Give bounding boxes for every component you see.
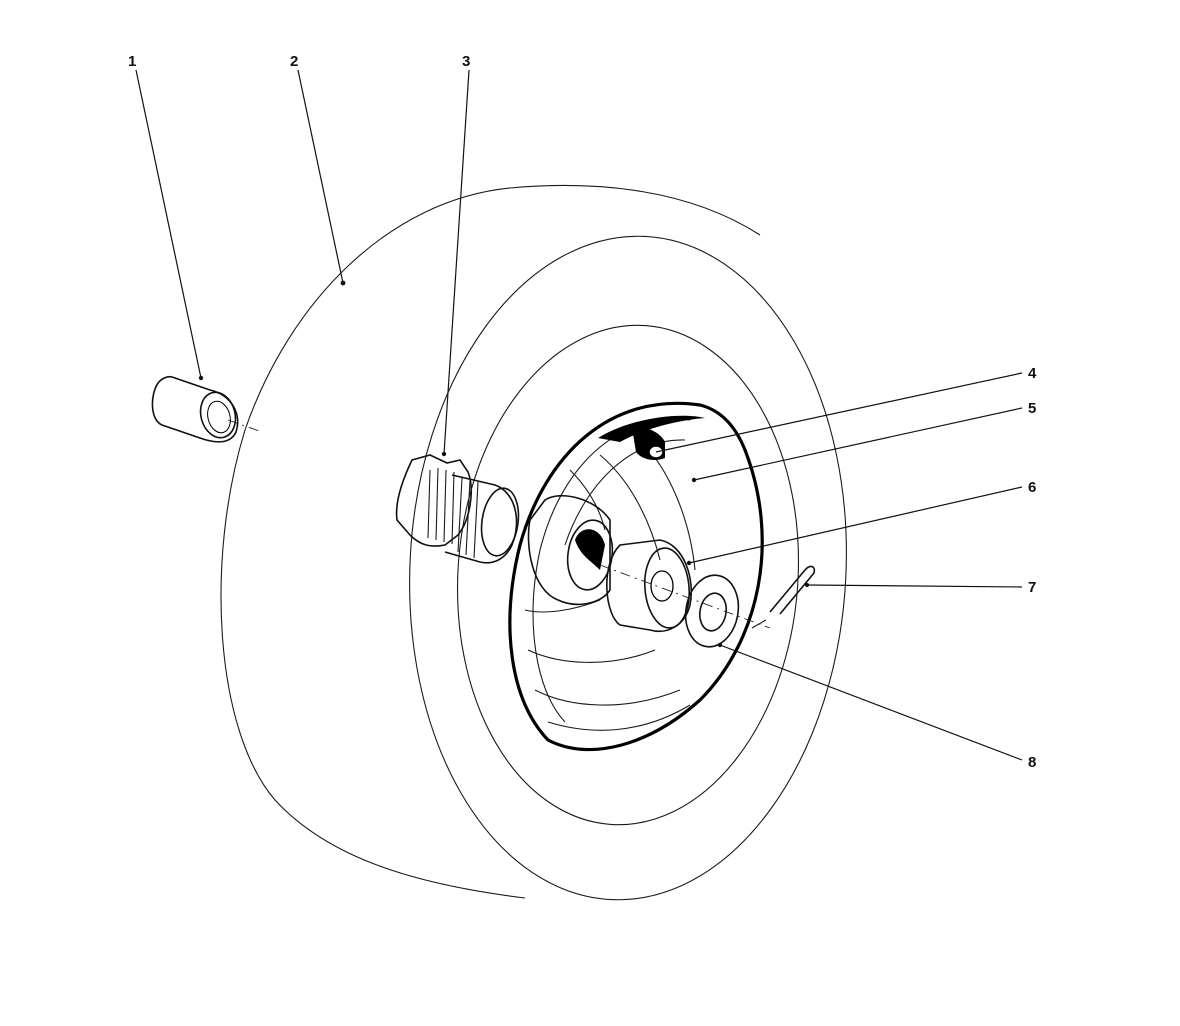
leader-3 (443, 69, 470, 455)
leader-lines (135, 69, 1023, 761)
rim-contour-2 (564, 439, 686, 546)
centerline-cross (751, 619, 767, 629)
leader-4 (655, 372, 1023, 453)
bearing-ridge-3 (473, 481, 479, 559)
bearing-knurl-1 (427, 469, 431, 539)
roller-bearing (395, 451, 520, 564)
bearing-knurl-2 (435, 467, 439, 541)
tire (220, 184, 847, 901)
callout-1: 1 (128, 53, 136, 70)
rim-contour-5 (534, 689, 681, 706)
spacer-body (606, 539, 692, 632)
bearing-knurl-4 (451, 471, 455, 545)
valve-stem (632, 427, 665, 460)
leader-6 (688, 486, 1023, 564)
bearing-face (480, 487, 520, 557)
tire-front-outline (409, 235, 847, 901)
tire-back-outline (220, 184, 761, 899)
rim-flange (508, 401, 764, 752)
tire-sidewall-inner (456, 324, 800, 826)
wheel-rim (508, 401, 764, 752)
cotter-pin-shape (769, 565, 816, 615)
leader-5 (693, 407, 1023, 481)
bushing-bore (207, 400, 231, 434)
axle-sleeve (527, 495, 614, 606)
leader-8 (719, 644, 1023, 761)
spacer-bore (650, 570, 674, 602)
spacer (606, 539, 692, 632)
callout-8: 8 (1028, 754, 1036, 771)
bearing-ridge-1 (457, 477, 463, 553)
spacer-face (644, 547, 690, 629)
spacer-bushing (151, 375, 239, 443)
rim-contour-7 (599, 454, 661, 561)
bearing-knurl-3 (443, 469, 447, 543)
leader-2 (297, 69, 344, 284)
rim-contour-6 (547, 704, 691, 731)
bearing-sleeve (444, 474, 518, 564)
rim-shadow (598, 415, 705, 442)
bearing-flange (395, 454, 472, 547)
bushing-face (199, 391, 237, 439)
leader-1 (135, 69, 202, 379)
bushing-body (151, 375, 239, 443)
callout-4: 4 (1028, 365, 1037, 382)
cotter-pin (769, 565, 816, 615)
rim-contour-8 (639, 439, 696, 571)
axle-sleeve-bore (575, 529, 605, 570)
leader-7 (806, 584, 1023, 588)
callout-6: 6 (1028, 479, 1036, 496)
assembly-centerline (227, 419, 771, 629)
washer (684, 574, 740, 648)
rim-contour-4 (527, 649, 656, 663)
callout-3: 3 (462, 53, 470, 70)
washer-inner (698, 592, 728, 632)
washer-outer (684, 574, 740, 648)
callout-7: 7 (1028, 579, 1036, 596)
callout-5: 5 (1028, 400, 1036, 417)
callout-labels: 1 2 3 4 5 6 7 8 (128, 53, 1037, 771)
axle-sleeve-body (527, 495, 611, 606)
callout-2: 2 (290, 53, 298, 70)
bearing-ridge-2 (465, 479, 471, 556)
